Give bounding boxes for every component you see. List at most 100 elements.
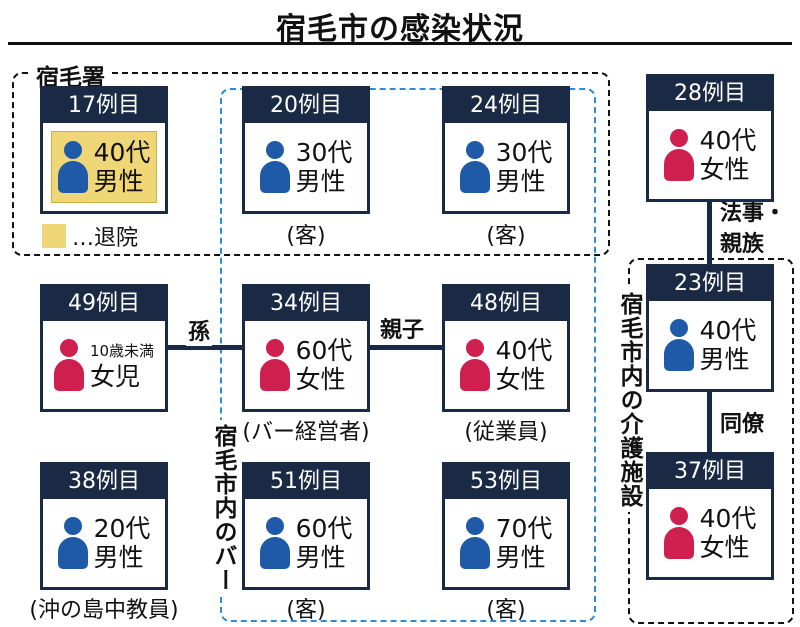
case-28-card: 28例目 40代 女性 — [646, 74, 774, 202]
case-37-card: 37例目 40代 女性 — [646, 452, 774, 580]
case-detail: 40代 女性 — [700, 504, 757, 562]
case-age: 40代 — [699, 126, 757, 155]
case-detail: 40代 男性 — [700, 316, 757, 374]
male-person-icon — [57, 141, 88, 193]
relation-grandchild: 孫 — [186, 314, 213, 346]
case-body: 10歳未満 女児 — [43, 321, 165, 409]
diagram-title: 宿毛市の感染状況 — [276, 12, 524, 47]
case-gender: 男性 — [295, 543, 346, 572]
case-id: 48例目 — [445, 287, 567, 321]
case-23-card: 23例目 40代 男性 — [646, 264, 774, 392]
title-rule — [8, 42, 792, 45]
case-gender: 男性 — [93, 543, 144, 572]
case-age: 10歳未満 — [89, 341, 155, 360]
case-age: 30代 — [495, 138, 553, 167]
case-34-note: (バー経営者) — [242, 420, 370, 445]
case-24-card: 24例目 30代 男性 — [442, 86, 570, 214]
case-id: 49例目 — [43, 287, 165, 321]
case-body: 40代 女性 — [649, 111, 771, 199]
case-age: 40代 — [93, 138, 151, 167]
case-age: 30代 — [295, 138, 353, 167]
case-id: 51例目 — [245, 465, 367, 499]
male-person-icon — [459, 141, 490, 193]
case-gender: 女性 — [295, 365, 346, 394]
case-age: 40代 — [495, 336, 553, 365]
case-id: 17例目 — [43, 89, 165, 123]
case-detail: 40代 男性 — [94, 138, 151, 196]
case-id: 37例目 — [649, 455, 771, 489]
link-28-23 — [707, 202, 712, 268]
case-body: 40代 女性 — [649, 489, 771, 577]
male-person-icon — [663, 319, 694, 371]
case-48-card: 48例目 40代 女性 — [442, 284, 570, 412]
station-group — [12, 72, 610, 256]
female-person-icon — [663, 129, 694, 181]
relation-coworker: 同僚 — [718, 406, 767, 438]
link-23-37 — [707, 392, 712, 456]
female-person-icon — [259, 339, 290, 391]
case-gender: 男性 — [699, 345, 750, 374]
case-age: 60代 — [295, 336, 353, 365]
case-detail: 40代 女性 — [700, 126, 757, 184]
case-body: 40代 女性 — [445, 321, 567, 409]
case-body: 40代 男性 — [51, 131, 157, 203]
case-body: 40代 男性 — [649, 301, 771, 389]
legend-text: …退院 — [72, 226, 139, 251]
male-person-icon — [57, 517, 88, 569]
case-id: 28例目 — [649, 77, 771, 111]
link-49-34 — [168, 345, 248, 350]
case-detail: 60代 女性 — [296, 336, 353, 394]
female-person-icon — [459, 339, 490, 391]
bar-group — [220, 88, 596, 622]
case-detail: 70代 男性 — [496, 514, 553, 572]
care-group-label: 宿毛市内の介護施設 — [612, 288, 646, 512]
case-detail: 60代 男性 — [296, 514, 353, 572]
case-gender: 女性 — [699, 533, 750, 562]
bar-group-label: 宿毛市内のバー — [206, 420, 240, 596]
female-person-icon — [53, 339, 84, 391]
case-gender: 男性 — [93, 167, 144, 196]
case-age: 60代 — [295, 514, 353, 543]
case-48-note: (従業員) — [464, 420, 548, 445]
case-gender: 男性 — [495, 167, 546, 196]
case-id: 34例目 — [245, 287, 367, 321]
case-age: 20代 — [93, 514, 151, 543]
case-body: 30代 男性 — [445, 123, 567, 211]
case-53-note: (客) — [486, 598, 526, 623]
case-age: 40代 — [699, 504, 757, 533]
case-38-card: 38例目 20代 男性 — [40, 462, 168, 590]
case-detail: 10歳未満 女児 — [90, 340, 154, 391]
male-person-icon — [459, 517, 490, 569]
link-34-48 — [368, 345, 448, 350]
case-id: 53例目 — [445, 465, 567, 499]
female-person-icon — [663, 507, 694, 559]
case-age: 40代 — [699, 316, 757, 345]
case-17-card: 17例目 40代 男性 — [40, 86, 168, 214]
case-detail: 30代 男性 — [296, 138, 353, 196]
case-body: 30代 男性 — [245, 123, 367, 211]
male-person-icon — [259, 517, 290, 569]
case-detail: 20代 男性 — [94, 514, 151, 572]
case-id: 20例目 — [245, 89, 367, 123]
case-20-note: (客) — [286, 224, 326, 249]
relation-parent-child: 親子 — [378, 312, 427, 344]
case-id: 38例目 — [43, 465, 165, 499]
legend-swatch — [42, 224, 66, 248]
case-34-card: 34例目 60代 女性 — [242, 284, 370, 412]
case-51-card: 51例目 60代 男性 — [242, 462, 370, 590]
case-body: 60代 男性 — [245, 499, 367, 587]
case-51-note: (客) — [286, 598, 326, 623]
case-detail: 30代 男性 — [496, 138, 553, 196]
case-24-note: (客) — [486, 224, 526, 249]
case-gender: 女性 — [495, 365, 546, 394]
case-gender: 女性 — [699, 155, 750, 184]
case-body: 20代 男性 — [43, 499, 165, 587]
case-49-card: 49例目 10歳未満 女児 — [40, 284, 168, 412]
case-detail: 40代 女性 — [496, 336, 553, 394]
case-id: 23例目 — [649, 267, 771, 301]
case-body: 70代 男性 — [445, 499, 567, 587]
male-person-icon — [259, 141, 290, 193]
relation-relatives-2: 親族 — [718, 226, 767, 258]
case-gender: 男性 — [495, 543, 546, 572]
case-53-card: 53例目 70代 男性 — [442, 462, 570, 590]
